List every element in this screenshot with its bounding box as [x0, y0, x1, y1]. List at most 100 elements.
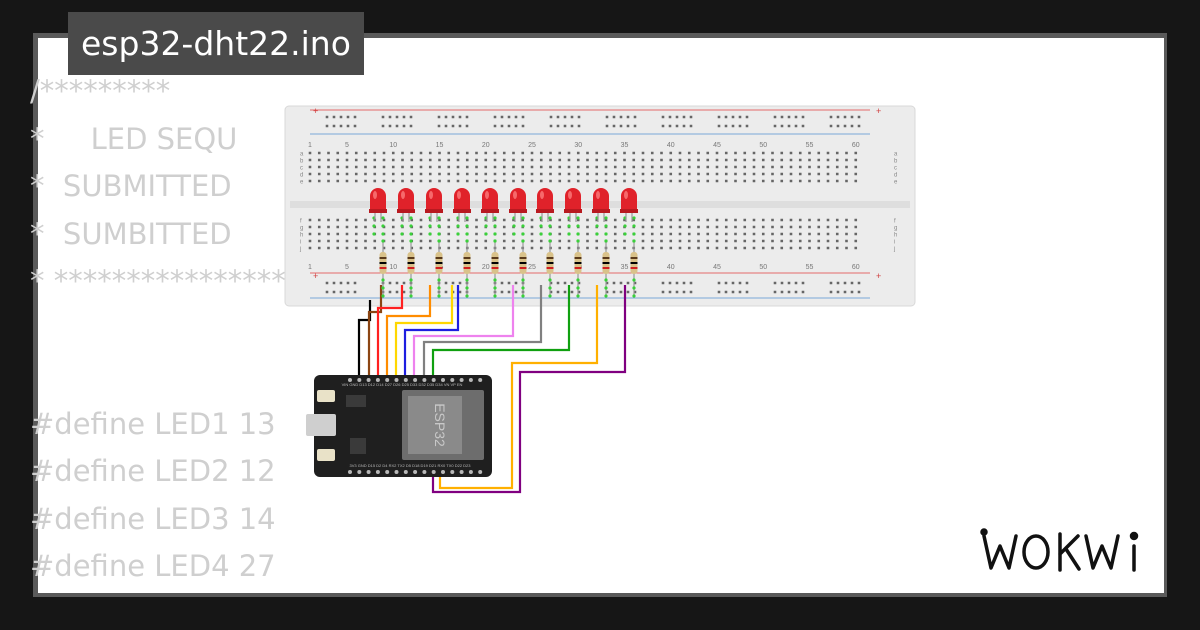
column-number: 5 — [345, 264, 349, 271]
wire — [376, 285, 404, 380]
row-letter: d — [894, 173, 897, 179]
row-letter: j — [299, 247, 301, 253]
esp32-top-pin — [375, 378, 380, 382]
esp32-top-pin — [431, 378, 436, 382]
code-line: #define LED4 27 — [30, 549, 276, 583]
column-number: 55 — [806, 142, 814, 149]
top-pin-labels: VIN GND D13 D12 D14 D27 D26 D25 D33 D32 … — [342, 382, 463, 387]
column-number: 40 — [667, 142, 675, 149]
esp32-top-pin — [459, 378, 464, 382]
wire — [403, 285, 460, 380]
code-line: #define LED2 12 — [30, 454, 276, 488]
wire — [431, 285, 627, 494]
esp32-top-pin — [450, 378, 455, 382]
esp32-top-pin — [413, 378, 418, 382]
esp32-top-pin — [403, 378, 408, 382]
row-letter: d — [300, 173, 303, 179]
resistors — [372, 216, 638, 298]
esp32-top-pin — [441, 378, 445, 382]
bottom-pin-labels: 3V3 GND D15 D2 D4 RX2 TX2 D5 D18 D19 D21… — [349, 463, 471, 468]
column-number: 25 — [528, 264, 536, 271]
row-letter: b — [300, 159, 304, 165]
row-letter: i — [300, 240, 301, 246]
row-letter: a — [894, 152, 898, 158]
esp32-bottom-pin — [375, 470, 380, 474]
column-number: 55 — [806, 264, 814, 271]
led — [621, 188, 637, 212]
column-number: 1 — [308, 264, 312, 271]
rail-plus-label-right: + — [876, 106, 881, 116]
esp32-bottom-pin — [403, 470, 408, 474]
row-letter: f — [894, 219, 896, 225]
chip-label: ESP32 — [432, 403, 448, 447]
usb-port — [306, 414, 336, 436]
esp32-bottom-pin — [394, 470, 399, 474]
row-letter: b — [894, 159, 898, 165]
column-number: 60 — [852, 142, 860, 149]
column-number: 10 — [389, 264, 397, 271]
file-title: esp32-dht22.ino — [68, 12, 364, 75]
esp32-board: ESP32 VIN GND D13 D12 D14 D27 D26 D25 D3… — [306, 375, 492, 477]
esp32-bottom-pin — [441, 470, 445, 474]
esp32-bottom-pin — [357, 470, 362, 474]
wire — [438, 285, 599, 490]
row-letter: h — [300, 233, 303, 239]
esp32-bottom-pin — [366, 470, 371, 474]
led — [454, 188, 470, 212]
esp32-bottom-pin — [385, 470, 390, 474]
column-number: 50 — [759, 264, 767, 271]
esp32-top-pin — [357, 378, 362, 382]
esp32-bottom-pin — [413, 470, 418, 474]
led — [537, 188, 553, 212]
column-number: 20 — [482, 142, 490, 149]
wire — [385, 285, 432, 380]
esp32-top-pin — [468, 378, 473, 382]
esp32-top-pin — [478, 378, 483, 382]
column-number: 10 — [389, 142, 397, 149]
wire — [412, 285, 515, 380]
reset-button — [317, 449, 335, 461]
esp32-top-pin — [394, 378, 399, 382]
column-number: 30 — [574, 142, 582, 149]
code-line: #define LED1 13 — [30, 406, 276, 441]
wire — [394, 285, 454, 380]
row-letter: g — [894, 226, 897, 232]
esp32-bottom-pin — [450, 470, 455, 474]
boot-button — [317, 390, 335, 402]
wire — [367, 285, 383, 380]
row-letter: i — [894, 240, 895, 246]
column-number: 40 — [667, 264, 675, 271]
esp32-top-pin — [366, 378, 371, 382]
code-line: * LED SEQU — [30, 121, 238, 156]
rail-plus-label-bottom: + — [313, 271, 318, 281]
led — [510, 188, 526, 212]
row-letter: j — [893, 247, 895, 253]
row-letter: e — [894, 180, 898, 186]
leds — [369, 188, 638, 222]
column-number: 5 — [345, 142, 349, 149]
column-number: 45 — [713, 142, 721, 149]
row-letter: h — [894, 233, 897, 239]
esp32-bottom-pin — [459, 470, 464, 474]
esp32-top-pin — [348, 378, 352, 382]
row-letter: a — [300, 152, 304, 158]
esp32-bottom-pin — [348, 470, 352, 474]
wire — [431, 285, 571, 380]
row-letter: c — [894, 166, 897, 172]
led — [426, 188, 442, 212]
row-letter: g — [300, 226, 303, 232]
esp32-top-pin — [385, 378, 390, 382]
esp32-bottom-pin — [478, 470, 483, 474]
code-line: * SUMBITTED — [30, 216, 232, 251]
wire — [422, 285, 543, 380]
esp32-top-pin — [422, 378, 427, 382]
rail-plus-label-bottom-right: + — [876, 271, 881, 281]
esp32-bottom-pin — [422, 470, 427, 474]
row-letter: e — [300, 180, 304, 186]
led — [370, 188, 386, 212]
column-number: 50 — [759, 142, 767, 149]
row-letter: f — [300, 219, 302, 225]
code-line: * SUBMITTED — [30, 169, 232, 203]
led — [565, 188, 581, 212]
